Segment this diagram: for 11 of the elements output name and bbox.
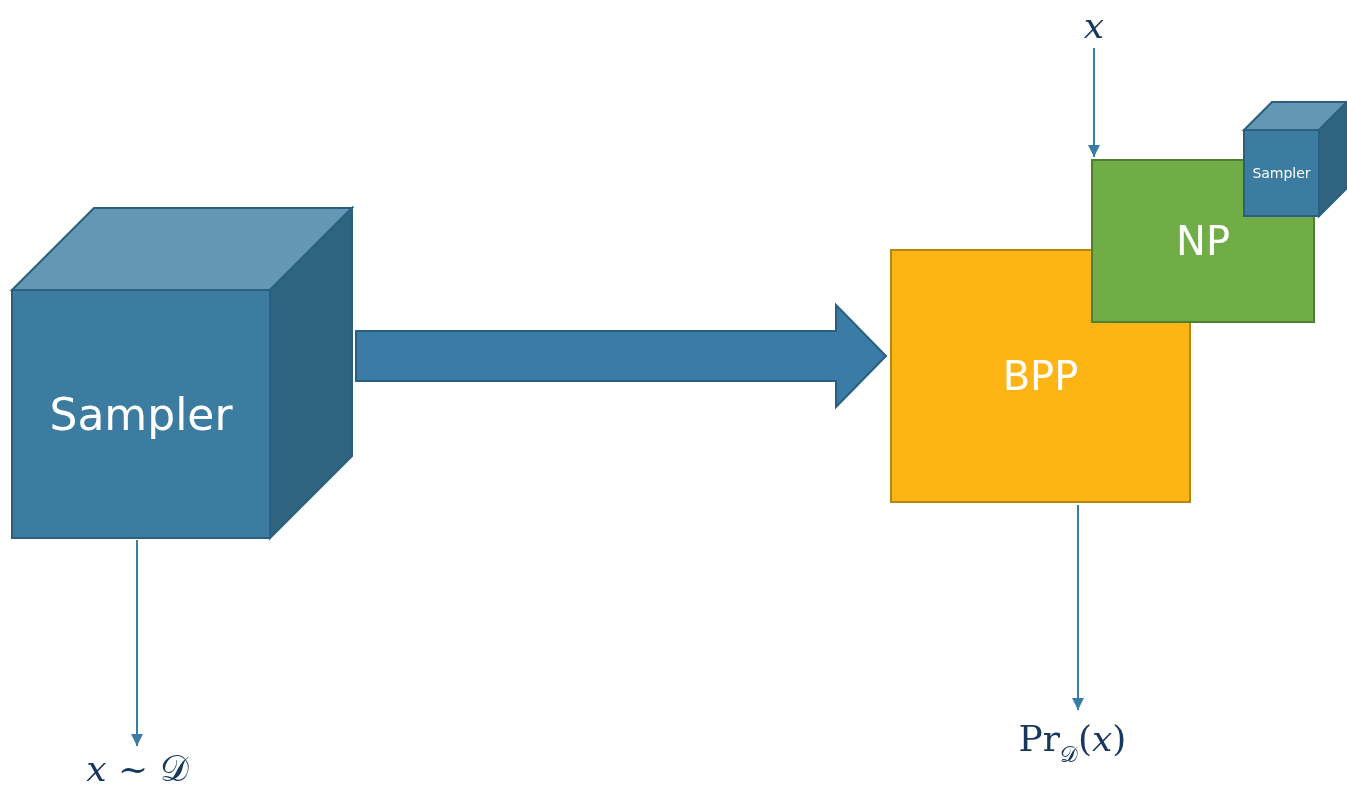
- arrow: [131, 539, 143, 747]
- math-expression: 𝑥: [1083, 4, 1105, 46]
- box-label: NP: [1175, 218, 1230, 264]
- cube-label: Sampler: [49, 388, 233, 440]
- math-expression: 𝑥 ~ 𝒟: [86, 748, 189, 790]
- cube-label: Sampler: [1252, 165, 1311, 181]
- block-arrow: [355, 302, 888, 410]
- arrow: [1088, 47, 1100, 158]
- arrow: [1072, 504, 1084, 711]
- box-label: BPP: [1002, 353, 1079, 399]
- math-expression: Pr$_{𝒟}$(𝑥): [1018, 717, 1127, 767]
